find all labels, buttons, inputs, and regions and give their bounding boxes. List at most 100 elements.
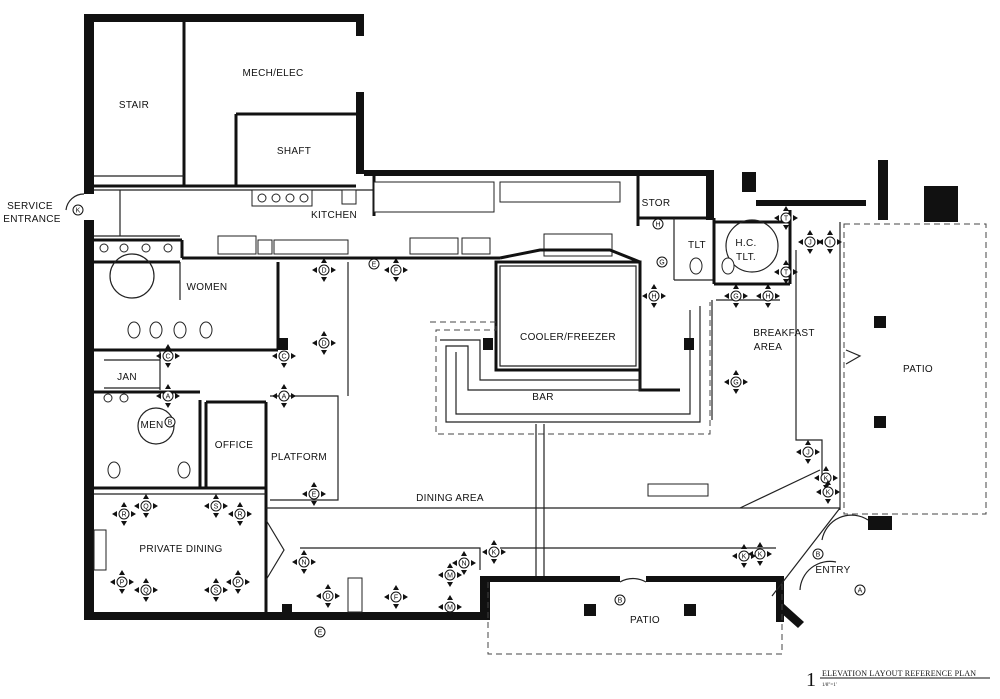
elevation-arrow-icon — [461, 551, 467, 556]
elevation-arrow-icon — [321, 258, 327, 263]
elevation-arrow-icon — [837, 239, 842, 245]
elevation-arrow-icon — [805, 440, 811, 445]
entry-door-swing[interactable] — [799, 560, 837, 591]
wall-west — [84, 220, 94, 620]
elevation-arrow-icon — [438, 572, 443, 578]
kitchen-appliance — [543, 233, 613, 257]
elevation-arrow-icon — [291, 353, 296, 359]
elevation-arrow-icon — [316, 593, 321, 599]
elevation-tag: C — [272, 344, 296, 368]
title-block: 1 ELEVATION LAYOUT REFERENCE PLAN 1/8"=1… — [806, 669, 990, 691]
elevation-arrow-icon — [457, 604, 462, 610]
elevation-tag-circle — [820, 472, 832, 484]
elevation-tag: G — [656, 256, 668, 268]
elevation-tag: G — [724, 284, 748, 308]
label-hc-tlt-2: TLT. — [736, 252, 756, 263]
door-swing[interactable] — [619, 577, 647, 583]
elevation-tag-letter: A — [166, 394, 171, 401]
wall-south-west — [84, 612, 488, 620]
elevation-arrow-icon — [301, 550, 307, 555]
elevation-tag: D — [316, 584, 340, 608]
sink-icon — [141, 243, 151, 253]
elevation-arrow-icon — [165, 403, 171, 408]
toilet-icon — [177, 461, 191, 479]
elevation-tag-letter: G — [659, 260, 664, 267]
kitchen-appliance — [257, 239, 273, 255]
label-office: OFFICE — [215, 440, 253, 451]
elevation-arrow-icon — [756, 293, 761, 299]
elevation-arrow-icon — [767, 551, 772, 557]
elevation-arrow-icon — [213, 513, 219, 518]
elevation-arrow-icon — [223, 587, 228, 593]
elevation-tag-circle — [444, 569, 456, 581]
elevation-arrow-icon — [793, 215, 798, 221]
cooler-inner — [499, 265, 637, 367]
entry-diagonal — [771, 507, 841, 597]
elevation-arrow-icon — [757, 542, 763, 547]
label-jan: JAN — [117, 372, 137, 383]
elevation-arrow-icon — [393, 258, 399, 263]
elevation-tag-circle — [854, 584, 866, 596]
wall-entry-ne — [868, 516, 892, 530]
elevation-arrow-icon — [223, 503, 228, 509]
elevation-arrow-icon — [119, 589, 125, 594]
elevation-tag: G — [724, 370, 748, 394]
elevation-tag-circle — [368, 258, 380, 270]
elevation-arrow-icon — [651, 284, 657, 289]
elevation-tag: A — [156, 384, 180, 408]
entry-diagonal — [739, 469, 821, 509]
patio-east-outline — [843, 223, 987, 515]
elevation-tag-letter: B — [816, 552, 821, 559]
entry-door-swing[interactable] — [821, 514, 869, 541]
elevation-arrow-icon — [438, 604, 443, 610]
elevation-tag: B — [812, 548, 824, 560]
elevation-arrow-icon — [312, 267, 317, 273]
wall-entry-sw — [780, 604, 804, 628]
elevation-tag-letter: E — [312, 492, 317, 499]
label-entry: ENTRY — [815, 565, 850, 576]
elevation-arrow-icon — [452, 560, 457, 566]
elevation-arrow-icon — [642, 293, 647, 299]
elevation-arrow-icon — [815, 449, 820, 455]
elevation-tag: H — [652, 218, 664, 230]
elevation-arrow-icon — [301, 569, 307, 574]
elevation-tag-circle — [314, 626, 326, 638]
elevation-arrow-icon — [651, 303, 657, 308]
elevation-arrow-icon — [825, 480, 831, 485]
elevation-tag: K — [732, 544, 756, 568]
elevation-arrow-icon — [447, 614, 453, 619]
turning-circle — [137, 407, 175, 445]
elevation-arrow-icon — [156, 393, 161, 399]
elevation-tag-letter: G — [733, 380, 738, 387]
sink-icon — [163, 243, 173, 253]
elevation-tag: F — [384, 585, 408, 609]
elevation-tag: Q — [134, 578, 158, 602]
elevation-arrow-icon — [733, 370, 739, 375]
service-door-swing[interactable] — [65, 193, 85, 211]
door-swing[interactable] — [845, 349, 862, 365]
elevation-tag: I — [818, 230, 842, 254]
elevation-tag-circle — [308, 488, 320, 500]
elevation-arrow-icon — [805, 459, 811, 464]
elevation-arrow-icon — [247, 511, 252, 517]
elevation-arrow-icon — [245, 579, 250, 585]
elevation-tag-letter: B — [618, 598, 623, 605]
elevation-arrow-icon — [237, 502, 243, 507]
elevation-arrow-icon — [312, 340, 317, 346]
wall-cooler-north — [499, 248, 641, 264]
title-number: 1 — [806, 669, 816, 691]
label-women: WOMEN — [187, 282, 228, 293]
sink-icon — [119, 243, 129, 253]
elevation-arrow-icon — [775, 293, 780, 299]
patio-south-outline — [487, 582, 783, 655]
elevation-arrow-icon — [311, 482, 317, 487]
elevation-arrow-icon — [121, 502, 127, 507]
elevation-arrow-icon — [384, 594, 389, 600]
elevation-tag-circle — [278, 390, 290, 402]
service-core — [94, 22, 356, 188]
elevation-tag-letter: M — [447, 605, 453, 612]
wall-entry-west — [776, 576, 784, 622]
bar-counter — [440, 306, 701, 423]
wall-core-east-top — [356, 14, 364, 36]
elevation-tag-circle — [780, 266, 792, 278]
